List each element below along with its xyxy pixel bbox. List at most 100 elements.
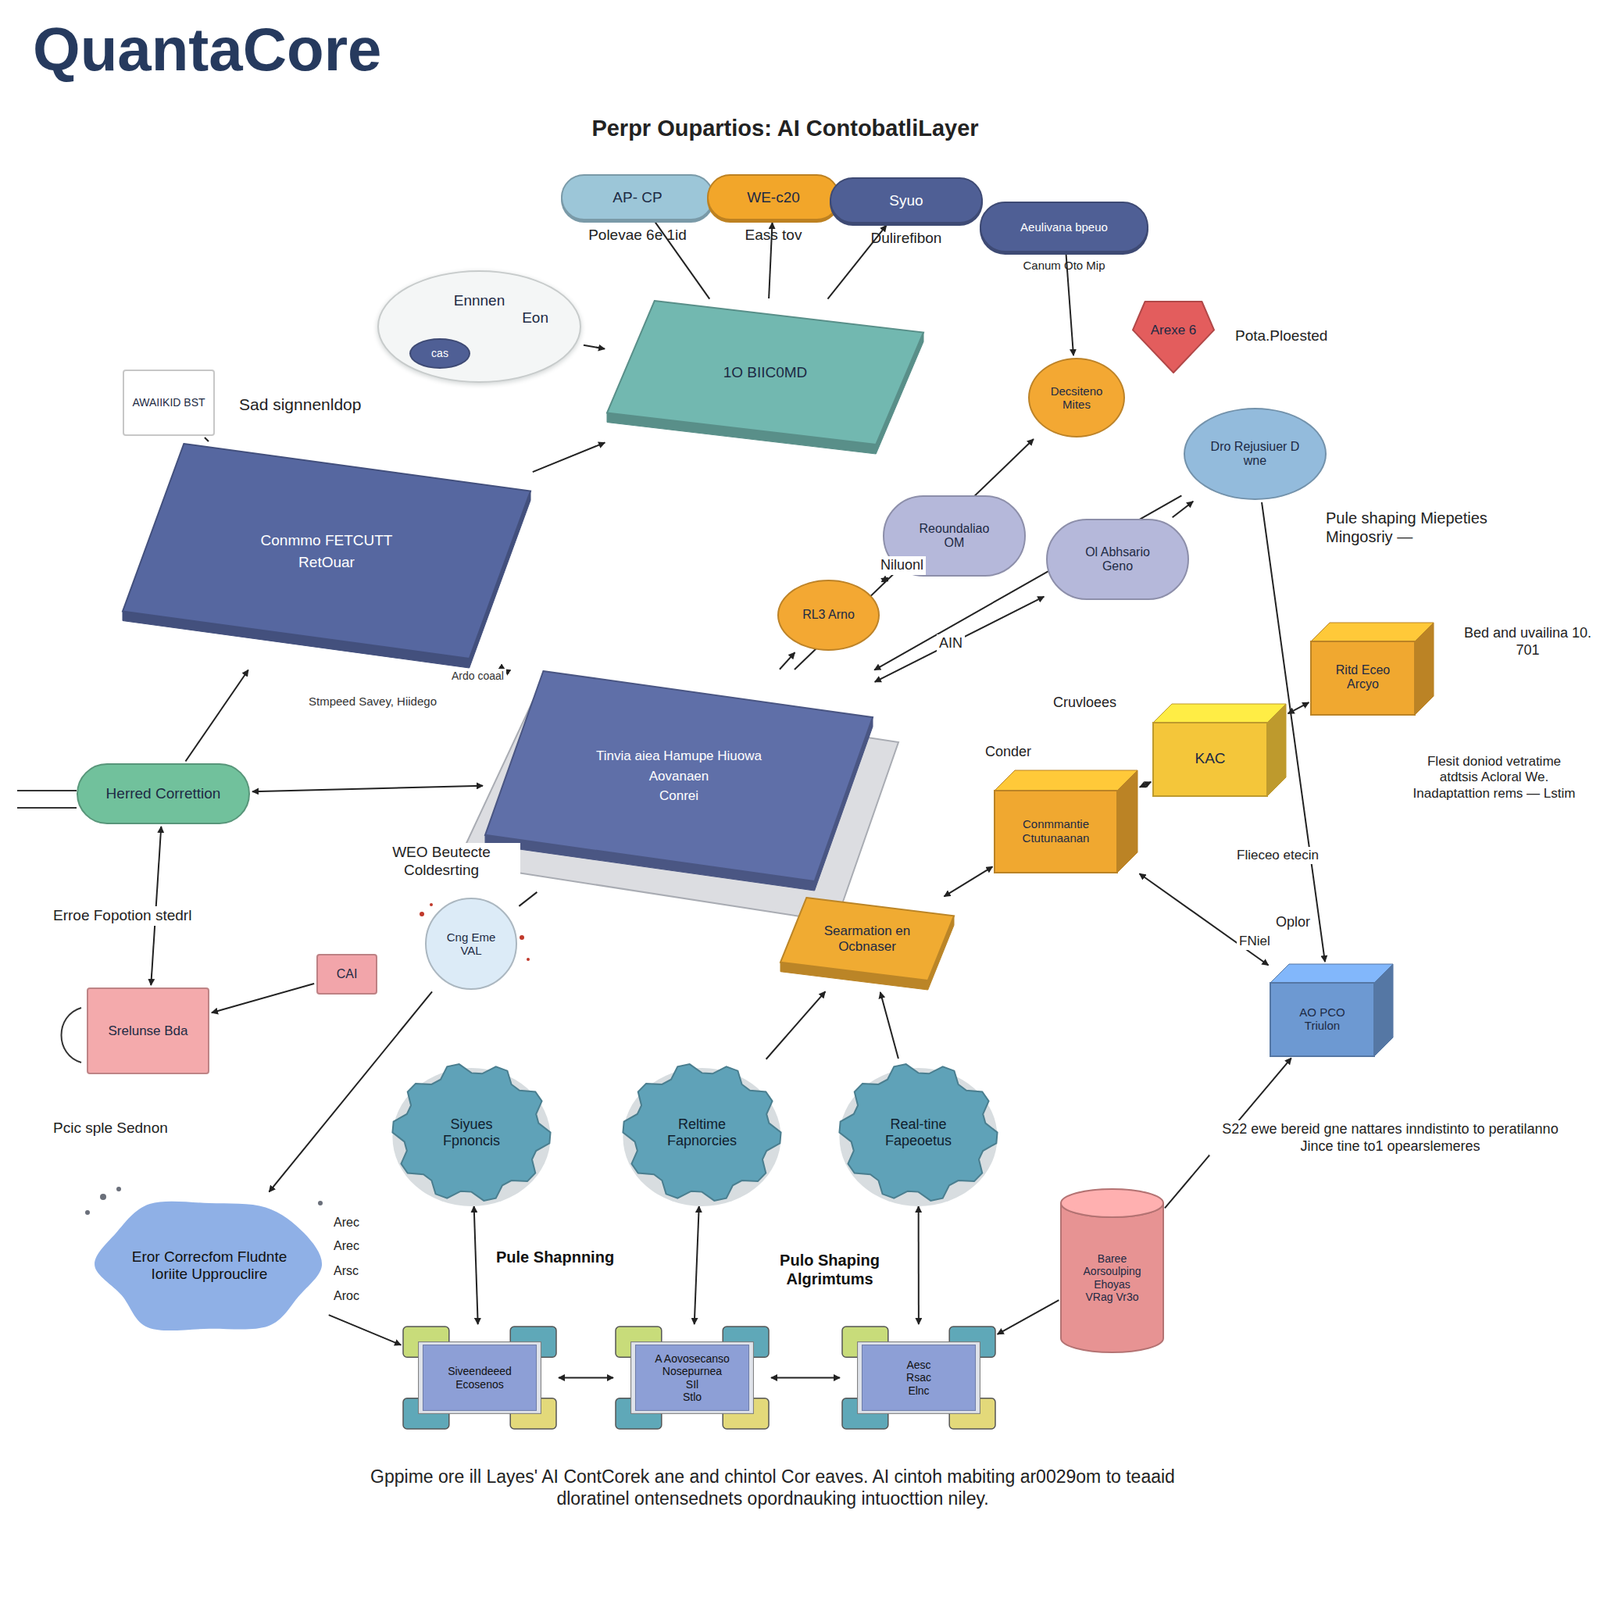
annotation-label: Bed and uvailina 10. 701: [1453, 624, 1600, 660]
annotation-label: Pota.Ploested: [1232, 326, 1330, 347]
connector: [875, 596, 1045, 683]
node-text: 1O BIIC0MD: [723, 364, 808, 382]
node-text: Siveendeeed Ecosenos: [425, 1364, 534, 1390]
node-text: Geno: [1102, 559, 1133, 574]
annotation-label: Ardo coaal: [449, 668, 507, 684]
cube-node: AO PCOTriulon: [1270, 964, 1393, 1057]
pill-node: Aeulivana bpeuoCanum Oto Mip: [956, 201, 1172, 272]
chip-module: AescRsacElnc: [842, 1326, 996, 1429]
connector: [771, 1377, 840, 1379]
circuit-board: Conmmo FETCUTTRetOuar: [122, 443, 531, 668]
pill-shape: AP- CP: [560, 174, 715, 221]
node-text: Cng Eme: [446, 930, 497, 944]
node-text: RL3 Arno: [802, 607, 855, 622]
node-text: Searmation en Ocbnaser: [811, 923, 923, 954]
node-text: Eror Correcfom Fludnte Ioriite Upproucli…: [125, 1248, 294, 1283]
connector: [882, 578, 889, 583]
node-text: Herred Correttion: [106, 785, 222, 803]
node-text: Syuo: [889, 192, 923, 210]
process-pill: Herred Correttion: [76, 763, 250, 825]
caption: Gppime ore ill Layes' AI ContCorek ane a…: [348, 1465, 1197, 1511]
node-text: A Aovosecanso Nosepurnea: [638, 1352, 747, 1378]
node-text: Arcyo: [1346, 677, 1379, 692]
process-box: CAI: [316, 953, 378, 995]
wire-stub: [17, 789, 77, 792]
node-text: AWAIIKID BST: [132, 396, 205, 409]
blob-node: Eror Correcfom Fludnte Ioriite Upproucli…: [92, 1193, 327, 1337]
node-text: Polevae 6e 1id: [588, 226, 687, 244]
node-text: Real-tine Fapeoetus: [869, 1116, 968, 1149]
connector: [474, 1206, 479, 1325]
cloud-node: cas EnnnenEon: [377, 270, 582, 383]
annotation-label: Pcic sple Sednon: [50, 1118, 171, 1139]
ellipse-node: RL3 Arno: [777, 579, 880, 651]
process-pill: Ol AbhsarioGeno: [1046, 518, 1190, 600]
logo-text: QuantaCore: [30, 12, 384, 88]
gear-node: Reltime Fapnorcies: [620, 1060, 784, 1204]
annotation-label: Aroc: [331, 1287, 362, 1304]
connector-label: AIN: [936, 634, 965, 654]
connector: [211, 983, 315, 1013]
connector: [532, 442, 605, 473]
chip-module: Siveendeeed Ecosenos: [403, 1326, 557, 1429]
node-text: Eon: [521, 309, 549, 327]
ellipse-node: Decsiteno Mites: [1028, 357, 1125, 438]
cylinder-node: Baree Aorsoulping EhoyasVRag Vr3o: [1060, 1189, 1164, 1353]
connector: [328, 1314, 401, 1345]
node-text: AP- CP: [612, 189, 662, 207]
cube-node: Conmmantie Ctutunaanan: [994, 770, 1138, 873]
node-text: VRag Vr3o: [1085, 1290, 1140, 1304]
node-text: Ol Abhsario: [1085, 545, 1150, 560]
gear-node: Real-tine Fapeoetus: [836, 1060, 1000, 1204]
ellipse-node: Dro Rejusiuer D wne: [1183, 407, 1327, 500]
node-text: CAI: [336, 967, 358, 982]
process-box: Srelunse Bda: [86, 987, 210, 1075]
node-text: RetOuar: [298, 553, 355, 572]
node-text: WE-c20: [746, 189, 800, 207]
node-text: Rsac: [906, 1371, 932, 1384]
node-text: SIl: [685, 1378, 699, 1391]
connector: [583, 345, 605, 350]
ellipse-node: cas: [409, 338, 471, 369]
connector-label: Niluonl: [878, 556, 926, 575]
node-text: Srelunse Bda: [107, 1023, 188, 1040]
circuit-board: 1O BIIC0MD: [607, 300, 924, 454]
connector: [997, 1300, 1060, 1335]
pill-node: SyuoDulirefibon: [806, 177, 1007, 247]
annotation-label: Flieceo etecin: [1234, 846, 1322, 865]
circuit-board: Tinvia aiea Hamupe HiuowaAovanaenConrei: [485, 671, 873, 891]
cube-node: KAC: [1153, 703, 1286, 797]
shield-node: Arexe 6: [1132, 301, 1215, 373]
node-text: Arexe 6: [1150, 322, 1197, 339]
pill-shape: Aeulivana bpeuo: [979, 201, 1149, 253]
annotation-label: Arsc: [331, 1262, 361, 1279]
connector: [1139, 782, 1152, 788]
node-text: Eass tov: [745, 226, 803, 244]
node-text: Reoundaliao: [919, 521, 990, 536]
circuit-board: Searmation en Ocbnaser: [780, 897, 954, 990]
annotation-label: Sad signnenldop: [236, 393, 364, 415]
annotation-label: Stmpeed Savey, Hiidego: [306, 693, 440, 710]
annotation-label: Arec: [331, 1237, 362, 1254]
connector: [518, 892, 537, 907]
connector: [766, 991, 826, 1059]
node-text: Reltime Fapnorcies: [653, 1116, 751, 1149]
connector: [1172, 501, 1194, 518]
annotation-label: Pule Shapnning: [493, 1246, 617, 1268]
connector: [558, 1377, 614, 1379]
node-shape: [1153, 703, 1286, 797]
connector: [204, 437, 210, 443]
connector: [1139, 873, 1268, 965]
gear-node: Siyues Fpnoncis: [389, 1060, 554, 1204]
annotation-label: Pule shaping Miepeties Mingosriy —: [1323, 507, 1492, 547]
connector: [944, 866, 993, 897]
node-text: Ennnen: [453, 292, 506, 310]
process-box: AWAIIKID BST: [122, 369, 215, 436]
node-text: Aeulivana bpeuo: [1020, 220, 1108, 234]
pill-shape: Syuo: [829, 177, 983, 224]
connector: [1261, 502, 1325, 962]
node-text: Aovanaen: [649, 768, 710, 785]
chip-module: A Aovosecanso NosepurneaSIlStlo: [615, 1326, 769, 1429]
node-text: Dro Rejusiuer D wne: [1209, 439, 1301, 469]
